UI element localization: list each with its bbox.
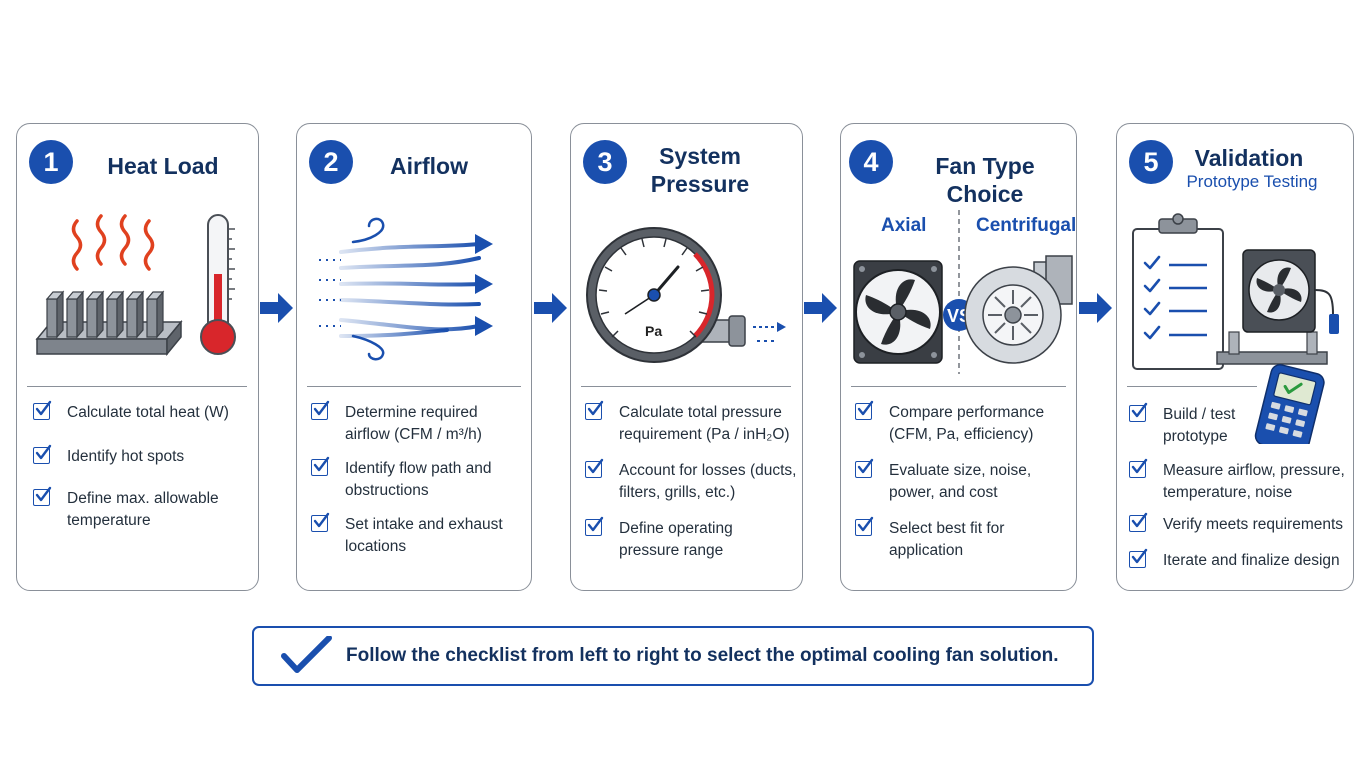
step-card-airflow: 2 Airflow [296, 123, 532, 591]
fan-comparison-illustration: VS [853, 210, 1073, 374]
step-number-badge: 3 [583, 140, 627, 184]
checklist-item-text: Select best fit for application [889, 520, 1005, 559]
card-divider [851, 386, 1066, 387]
checklist-item-text: Calculate total pressure requirement (Pa… [619, 404, 790, 443]
checkbox-checked-icon [33, 444, 52, 464]
card-divider [581, 386, 791, 387]
checkbox-checked-icon [855, 458, 874, 478]
checkbox-checked-icon [585, 516, 604, 536]
checklist-item: Define max. allowable temperature [33, 486, 237, 532]
pressure-gauge-icon: Pa [586, 227, 746, 363]
checkmark-icon [281, 636, 332, 673]
option-axial-label: Axial [881, 215, 927, 236]
footer-banner: Follow the checklist from left to right … [252, 626, 1094, 686]
step-number-badge: 5 [1129, 140, 1173, 184]
step-title: System Pressure [650, 143, 750, 197]
step-title: Heat Load [107, 153, 219, 179]
option-centrifugal-label: Centrifugal [976, 215, 1077, 236]
checklist-item-text: Calculate total heat (W) [67, 404, 229, 421]
step-subtitle: Prototype Testing [1186, 172, 1318, 191]
checklist: Determine required airflow (CFM / m³/h) … [311, 400, 511, 558]
checklist-item: Compare performance (CFM, Pa, efficiency… [855, 400, 1079, 446]
step-title: Validation [1194, 145, 1304, 171]
checklist-item: Evaluate size, noise, power, and cost [855, 458, 1074, 504]
checkbox-checked-icon [311, 512, 330, 532]
heat-wave-icon [71, 214, 155, 271]
footer-text: Follow the checklist from left to right … [346, 645, 1059, 666]
checklist-item-text: Identify hot spots [67, 448, 185, 465]
checklist-item: Account for losses (ducts, filters, gril… [585, 458, 829, 504]
gauge-unit-label: Pa [645, 323, 662, 339]
checkbox-checked-icon [33, 486, 52, 506]
checklist-item: Set intake and exhaust locations [311, 512, 535, 558]
step-card-fan-type-choice: 4 Fan Type Choice Axial Centrifugal VS [840, 123, 1077, 591]
checklist-item-text: Determine required airflow (CFM / m³/h) [345, 404, 482, 443]
checkbox-checked-icon [585, 400, 604, 420]
checkbox-checked-icon [855, 400, 874, 420]
arrow-right-icon [534, 293, 567, 323]
checklist-item-text: Iterate and finalize design [1163, 552, 1340, 569]
checklist-item-text: Set intake and exhaust locations [345, 516, 503, 555]
checklist-item-text: Evaluate size, noise, power, and cost [889, 462, 1032, 501]
checkbox-checked-icon [585, 458, 604, 478]
test-rig-icon [1216, 249, 1339, 365]
clipboard-checklist-icon [1132, 213, 1224, 370]
step-card-validation: 5 Validation Prototype Testing [1116, 123, 1354, 591]
checklist-item: Identify hot spots [33, 444, 251, 468]
checklist-item: Calculate total pressure requirement (Pa… [585, 400, 819, 446]
axial-fan-icon [853, 260, 943, 364]
checklist-item: Verify meets requirements [1129, 512, 1369, 536]
checklist-item: Iterate and finalize design [1129, 548, 1369, 572]
checklist: Calculate total heat (W) Identify hot sp… [33, 400, 251, 532]
heat-sink-illustration [35, 214, 236, 357]
checklist: Compare performance (CFM, Pa, efficiency… [855, 400, 1065, 562]
checklist-item-text: Define max. allowable temperature [67, 490, 219, 529]
checkbox-checked-icon [311, 456, 330, 476]
checklist: Calculate total pressure requirement (Pa… [585, 400, 800, 562]
card-divider [307, 386, 521, 387]
step-number-badge: 2 [309, 140, 353, 184]
airflow-illustration [319, 217, 493, 361]
checklist-item: Build / test prototype [1129, 402, 1263, 448]
step-title: Fan Type Choice [935, 153, 1035, 207]
checklist-item: Determine required airflow (CFM / m³/h) [311, 400, 515, 446]
checkbox-checked-icon [1129, 402, 1148, 422]
checkbox-checked-icon [855, 516, 874, 536]
checklist-item: Calculate total heat (W) [33, 400, 251, 424]
checkbox-checked-icon [1129, 512, 1148, 532]
checklist-item-text: Build / test prototype [1163, 406, 1236, 445]
card-divider [27, 386, 247, 387]
arrow-right-icon [753, 322, 786, 342]
checkbox-checked-icon [1129, 458, 1148, 478]
checklist-item-text: Verify meets requirements [1163, 516, 1344, 533]
checkbox-checked-icon [1129, 548, 1148, 568]
checklist-item-text: Define operating pressure range [619, 520, 733, 559]
measurement-meter-icon [1254, 364, 1325, 444]
pressure-gauge-illustration: Pa [586, 227, 786, 363]
checklist-item: Select best fit for application [855, 516, 1049, 562]
checklist-item: Define operating pressure range [585, 516, 779, 562]
arrow-right-icon [804, 293, 837, 323]
checklist: Build / test prototype Measure airflow, … [1129, 402, 1349, 572]
card-divider [1127, 386, 1257, 387]
step-number-badge: 1 [29, 140, 73, 184]
arrow-right-icon [260, 293, 293, 323]
step-card-heat-load: 1 Heat Load [16, 123, 259, 591]
step-title: Airflow [390, 153, 468, 179]
checkbox-checked-icon [311, 400, 330, 420]
centrifugal-fan-icon [964, 255, 1073, 364]
checklist-item-text: Identify flow path and obstructions [345, 460, 492, 499]
checklist-item-text: Compare performance (CFM, Pa, efficiency… [889, 404, 1045, 443]
step-number-badge: 4 [849, 140, 893, 184]
arrow-right-icon [1079, 293, 1112, 323]
checkbox-checked-icon [33, 400, 52, 420]
checklist-item: Identify flow path and obstructions [311, 456, 505, 502]
thermometer-icon [200, 214, 236, 355]
step-card-system-pressure: 3 System Pressure [570, 123, 803, 591]
prototype-testing-illustration [1132, 213, 1339, 444]
checklist-item-text: Measure airflow, pressure, temperature, … [1163, 462, 1345, 501]
checklist-item-text: Account for losses (ducts, filters, gril… [619, 462, 797, 501]
checklist-item: Measure airflow, pressure, temperature, … [1129, 458, 1363, 504]
